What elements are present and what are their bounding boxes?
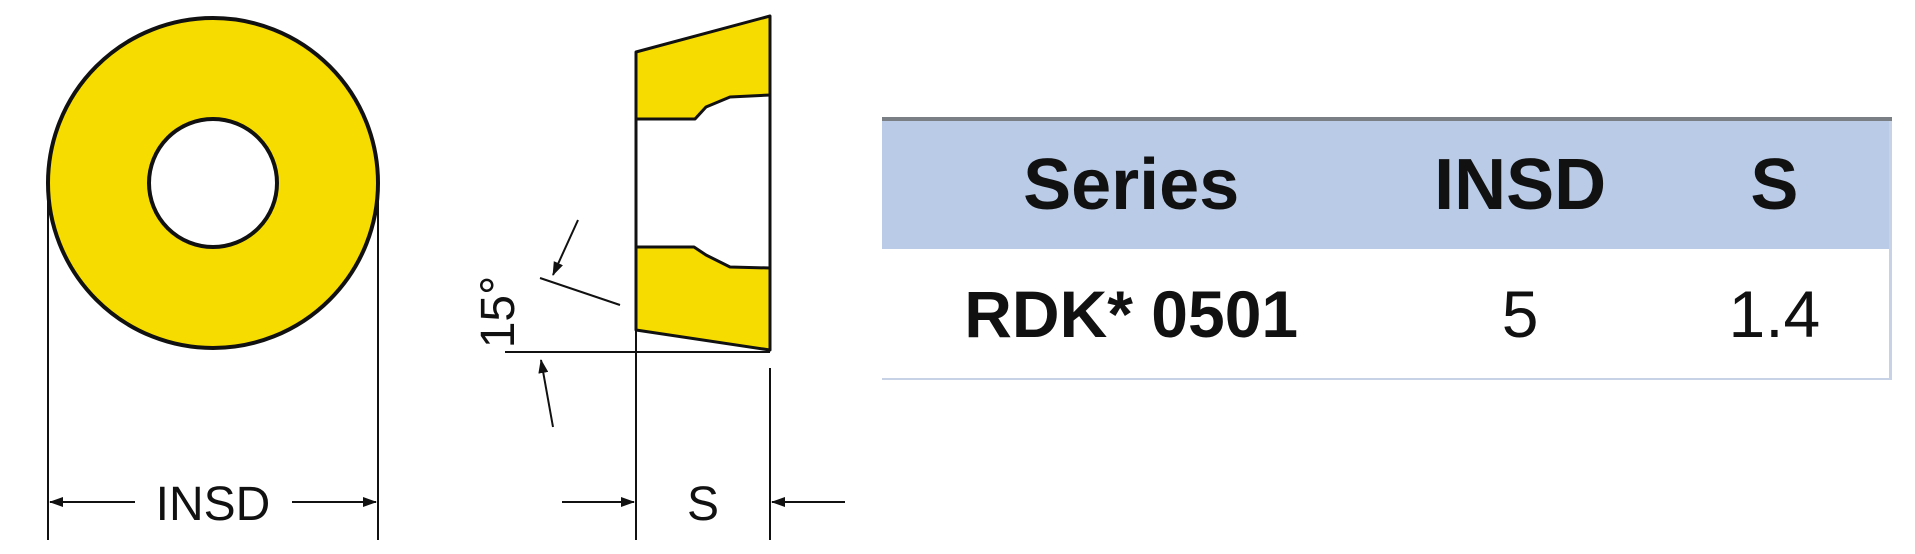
cell-series: RDK* 0501 bbox=[964, 276, 1299, 351]
header-series: Series bbox=[1023, 145, 1240, 225]
table-row: RDK* 0501 5 1.4 bbox=[882, 249, 1892, 379]
angle-arrow-upper bbox=[552, 219, 579, 276]
angle-arrow-lower bbox=[538, 359, 554, 428]
angle-reference-line bbox=[539, 277, 621, 306]
insert-side-view: S 15° bbox=[472, 14, 845, 540]
angle-label: 15° bbox=[472, 276, 525, 349]
cross-section-lower bbox=[634, 245, 772, 352]
cell-s: 1.4 bbox=[1659, 249, 1892, 379]
table-header-row: Series INSD S bbox=[882, 119, 1892, 249]
cross-section-upper bbox=[634, 14, 772, 121]
header-s: S bbox=[1659, 119, 1892, 249]
s-dimension-label: S bbox=[687, 478, 719, 531]
cell-insd: 5 bbox=[1501, 276, 1539, 351]
center-hole bbox=[147, 117, 279, 249]
insert-top-view: INSD bbox=[46, 16, 380, 540]
insd-dimension-label: INSD bbox=[156, 478, 271, 531]
header-insd: INSD bbox=[1434, 145, 1607, 225]
specification-table: Series INSD S RDK* 0501 5 1.4 bbox=[882, 117, 1892, 380]
